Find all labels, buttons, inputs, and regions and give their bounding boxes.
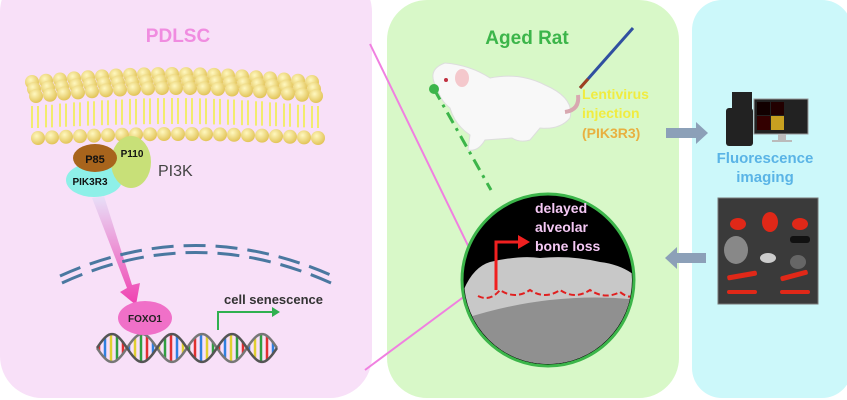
imaging-system-icon	[726, 92, 809, 146]
cell-senescence-label: cell senescence	[224, 292, 323, 307]
foxo1-protein	[118, 301, 172, 335]
p85-label: P85	[85, 154, 105, 166]
injection-label: Lentivirus injection (PIK3R3)	[582, 86, 649, 141]
injection-line3: (PIK3R3)	[582, 125, 640, 141]
p110-label: P110	[121, 149, 144, 160]
micro-ct-view: delayed alveolar bone loss	[460, 192, 636, 368]
injection-line2: injection	[582, 105, 640, 121]
activation-arrow	[92, 196, 140, 305]
transcription-arrow	[217, 311, 272, 330]
result-line1: delayed	[535, 200, 587, 216]
fluorescence-title-line1: Fluorescence	[717, 150, 814, 167]
result-line2: alveolar	[535, 219, 588, 235]
cell-membrane	[25, 67, 325, 145]
dna-helix	[95, 332, 279, 364]
pi3k-label: PI3K	[158, 163, 193, 180]
rat-image	[432, 62, 581, 151]
connector-line	[369, 43, 477, 263]
injection-line1: Lentivirus	[582, 86, 649, 102]
result-line3: bone loss	[535, 238, 601, 254]
syringe-icon	[578, 27, 635, 89]
fluorescence-image	[717, 197, 819, 305]
arrow-right-icon	[666, 122, 708, 144]
connector-line	[364, 289, 474, 371]
aged-rat-title: Aged Rat	[485, 28, 569, 49]
foxo1-label: FOXO1	[128, 314, 162, 325]
p85-subunit	[73, 144, 117, 172]
p110-subunit	[111, 136, 151, 188]
fluorescence-title-line2: imaging	[736, 169, 794, 186]
dash-dot-line	[432, 88, 493, 191]
pik3r3-subunit	[66, 163, 122, 197]
nuclear-membrane	[59, 244, 334, 285]
pdlsc-panel	[0, 0, 372, 398]
arrow-left-icon	[665, 247, 706, 269]
pik3r3-label: PIK3R3	[72, 177, 107, 188]
pdlsc-title: PDLSC	[146, 26, 211, 47]
syringe-needle	[578, 78, 590, 89]
pi3k-complex: P85 P110 PIK3R3 PI3K	[66, 136, 193, 197]
